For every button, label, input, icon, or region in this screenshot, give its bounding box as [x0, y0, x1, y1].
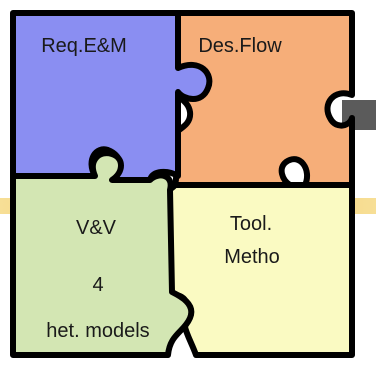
piece-label-req-em: Req.E&M [41, 35, 127, 57]
piece-label-vv-line1: V&V [76, 217, 117, 239]
piece-label-vv-line2: 4 [92, 274, 103, 296]
puzzle-piece-vv [10, 150, 195, 358]
piece-label-vv-line3: het. models [46, 320, 149, 342]
piece-label-tool-line1: Tool. [230, 213, 272, 235]
puzzle-piece-req-em [10, 10, 213, 183]
piece-label-tool-line2: Metho [224, 246, 280, 268]
piece-label-des-flow: Des.Flow [198, 35, 282, 57]
puzzle-piece-des-flow [166, 10, 355, 188]
